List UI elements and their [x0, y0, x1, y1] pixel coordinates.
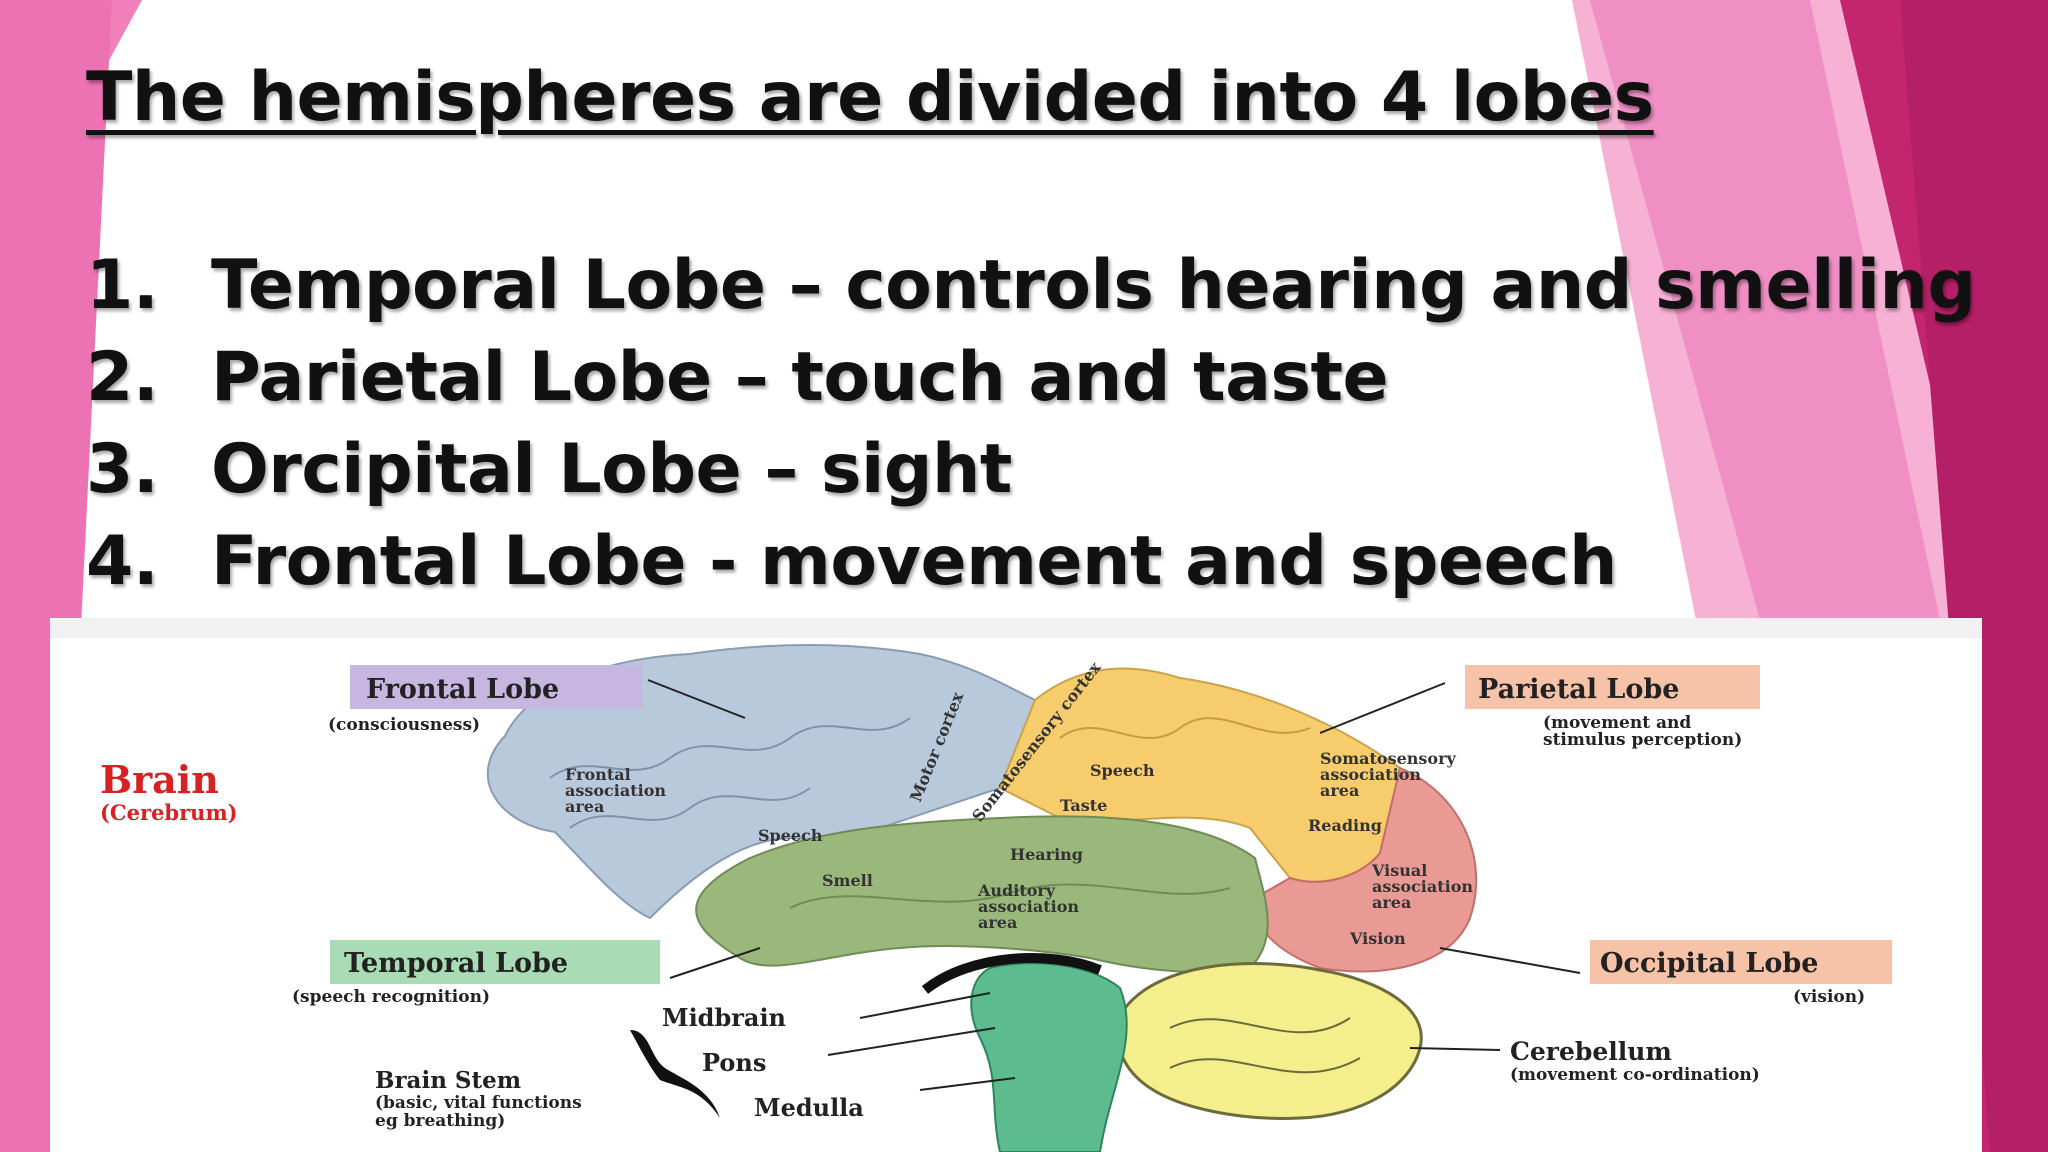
left-pink-strip	[0, 0, 112, 1152]
frontal-lobe-label: Frontal Lobe	[366, 674, 559, 705]
brain-title: Brain	[100, 757, 219, 802]
cerebellum	[1116, 962, 1423, 1120]
lobe-text: Temporal Lobe – controls hearing and sme…	[211, 246, 1976, 325]
midbrain-leader	[859, 992, 991, 1019]
frontal-lobe-desc: (consciousness)	[328, 715, 480, 735]
frontal-leader	[647, 679, 746, 719]
lobe-item: 2. Parietal Lobe – touch and taste	[86, 332, 1976, 424]
auditory-assoc-label: area	[978, 913, 1017, 932]
parietal-leader	[1319, 682, 1446, 734]
midbrain-dark-arc	[921, 953, 1102, 994]
auditory-assoc-label: Auditory	[977, 881, 1056, 900]
parietal-gyrus-line	[1059, 717, 1311, 739]
right-dark-magenta	[1900, 0, 2048, 1152]
occipital-label-box	[1590, 940, 1892, 984]
frontal-label-box	[350, 665, 642, 709]
lobe-text: Parietal Lobe – touch and taste	[211, 338, 1389, 417]
cerebellum-fold-line	[1169, 1057, 1361, 1074]
taste-label: Taste	[1060, 796, 1107, 815]
right-mid-pink	[1590, 0, 1940, 620]
hearing-label: Hearing	[1010, 845, 1083, 864]
lobe-list: 1. Temporal Lobe – controls hearing and s…	[86, 240, 1976, 608]
speech-left-label: Speech	[758, 826, 823, 845]
cerebellum-fold-line	[1169, 1017, 1351, 1034]
brain-subtitle: (Cerebrum)	[100, 800, 238, 825]
frontal-assoc-label: association	[565, 781, 666, 800]
temporal-leader	[669, 947, 761, 979]
temporal-lobe-label: Temporal Lobe	[344, 948, 568, 979]
cerebellum-label: Cerebellum	[1510, 1037, 1672, 1066]
lobe-text: Orcipital Lobe – sight	[211, 430, 1012, 509]
lobe-item: 4. Frontal Lobe - movement and speech	[86, 516, 1976, 608]
brain-stem-desc: eg breathing)	[375, 1111, 505, 1131]
figure-top-strip	[50, 618, 1982, 638]
brain-stem-bracket	[630, 1030, 720, 1118]
reading-label: Reading	[1308, 816, 1382, 835]
gyri-lines	[549, 717, 1361, 1074]
lobe-number: 3.	[86, 430, 159, 509]
lobe-item: 1. Temporal Lobe – controls hearing and s…	[86, 240, 1976, 332]
lobe-item: 3. Orcipital Lobe – sight	[86, 424, 1976, 516]
occipital-lobe	[1253, 766, 1478, 973]
occipital-lobe-label: Occipital Lobe	[1600, 948, 1818, 979]
somatosensory-assoc-label: area	[1320, 781, 1359, 800]
smell-label: Smell	[822, 871, 873, 890]
cerebellum-desc: (movement co-ordination)	[1510, 1065, 1760, 1085]
lobe-text: Frontal Lobe - movement and speech	[211, 522, 1617, 601]
midbrain-label: Midbrain	[662, 1003, 786, 1032]
brain-stem-desc: (basic, vital functions	[375, 1093, 582, 1113]
medulla-label: Medulla	[754, 1093, 864, 1122]
slide-title: The hemispheres are divided into 4 lobes	[86, 58, 1654, 137]
frontal-gyrus-line	[569, 787, 811, 829]
occipital-lobe-desc: (vision)	[1793, 987, 1865, 1007]
temporal-lobe-desc: (speech recognition)	[292, 987, 490, 1007]
brain-stem	[970, 962, 1128, 1152]
medulla-leader	[919, 1077, 1016, 1091]
somatosensory-assoc-label: Somatosensory	[1320, 749, 1457, 768]
lobe-number: 2.	[86, 338, 159, 417]
lobe-number: 1.	[86, 246, 159, 325]
frontal-gyrus-line	[549, 717, 911, 779]
somatosensory-assoc-label: association	[1320, 765, 1421, 784]
parietal-lobe-desc: (movement and	[1543, 713, 1691, 733]
frontal-assoc-label: Frontal	[565, 765, 631, 784]
parietal-lobe-label: Parietal Lobe	[1478, 674, 1679, 705]
speech-top-label: Speech	[1090, 761, 1155, 780]
pons-label: Pons	[702, 1048, 766, 1077]
visual-assoc-label: association	[1372, 877, 1473, 896]
parietal-lobe-desc: stimulus perception)	[1543, 730, 1742, 750]
visual-assoc-label: Visual	[1371, 861, 1427, 880]
frontal-lobe	[486, 644, 1037, 920]
lobe-number: 4.	[86, 522, 159, 601]
occipital-leader	[1439, 947, 1581, 974]
leader-lines	[647, 679, 1581, 1091]
pons-leader	[827, 1027, 996, 1056]
temporal-gyrus-line	[789, 883, 1231, 909]
brain-stem-label: Brain Stem	[375, 1067, 521, 1094]
frontal-assoc-label: area	[565, 797, 604, 816]
visual-assoc-label: area	[1372, 893, 1411, 912]
brain-diagram: Brain (Cerebrum) Frontal Lobe (conscious…	[50, 618, 1982, 1152]
temporal-label-box	[330, 940, 660, 984]
vision-label: Vision	[1349, 929, 1406, 948]
cerebellum-leader	[1409, 1047, 1501, 1051]
parietal-label-box	[1465, 665, 1760, 709]
auditory-assoc-label: association	[978, 897, 1079, 916]
